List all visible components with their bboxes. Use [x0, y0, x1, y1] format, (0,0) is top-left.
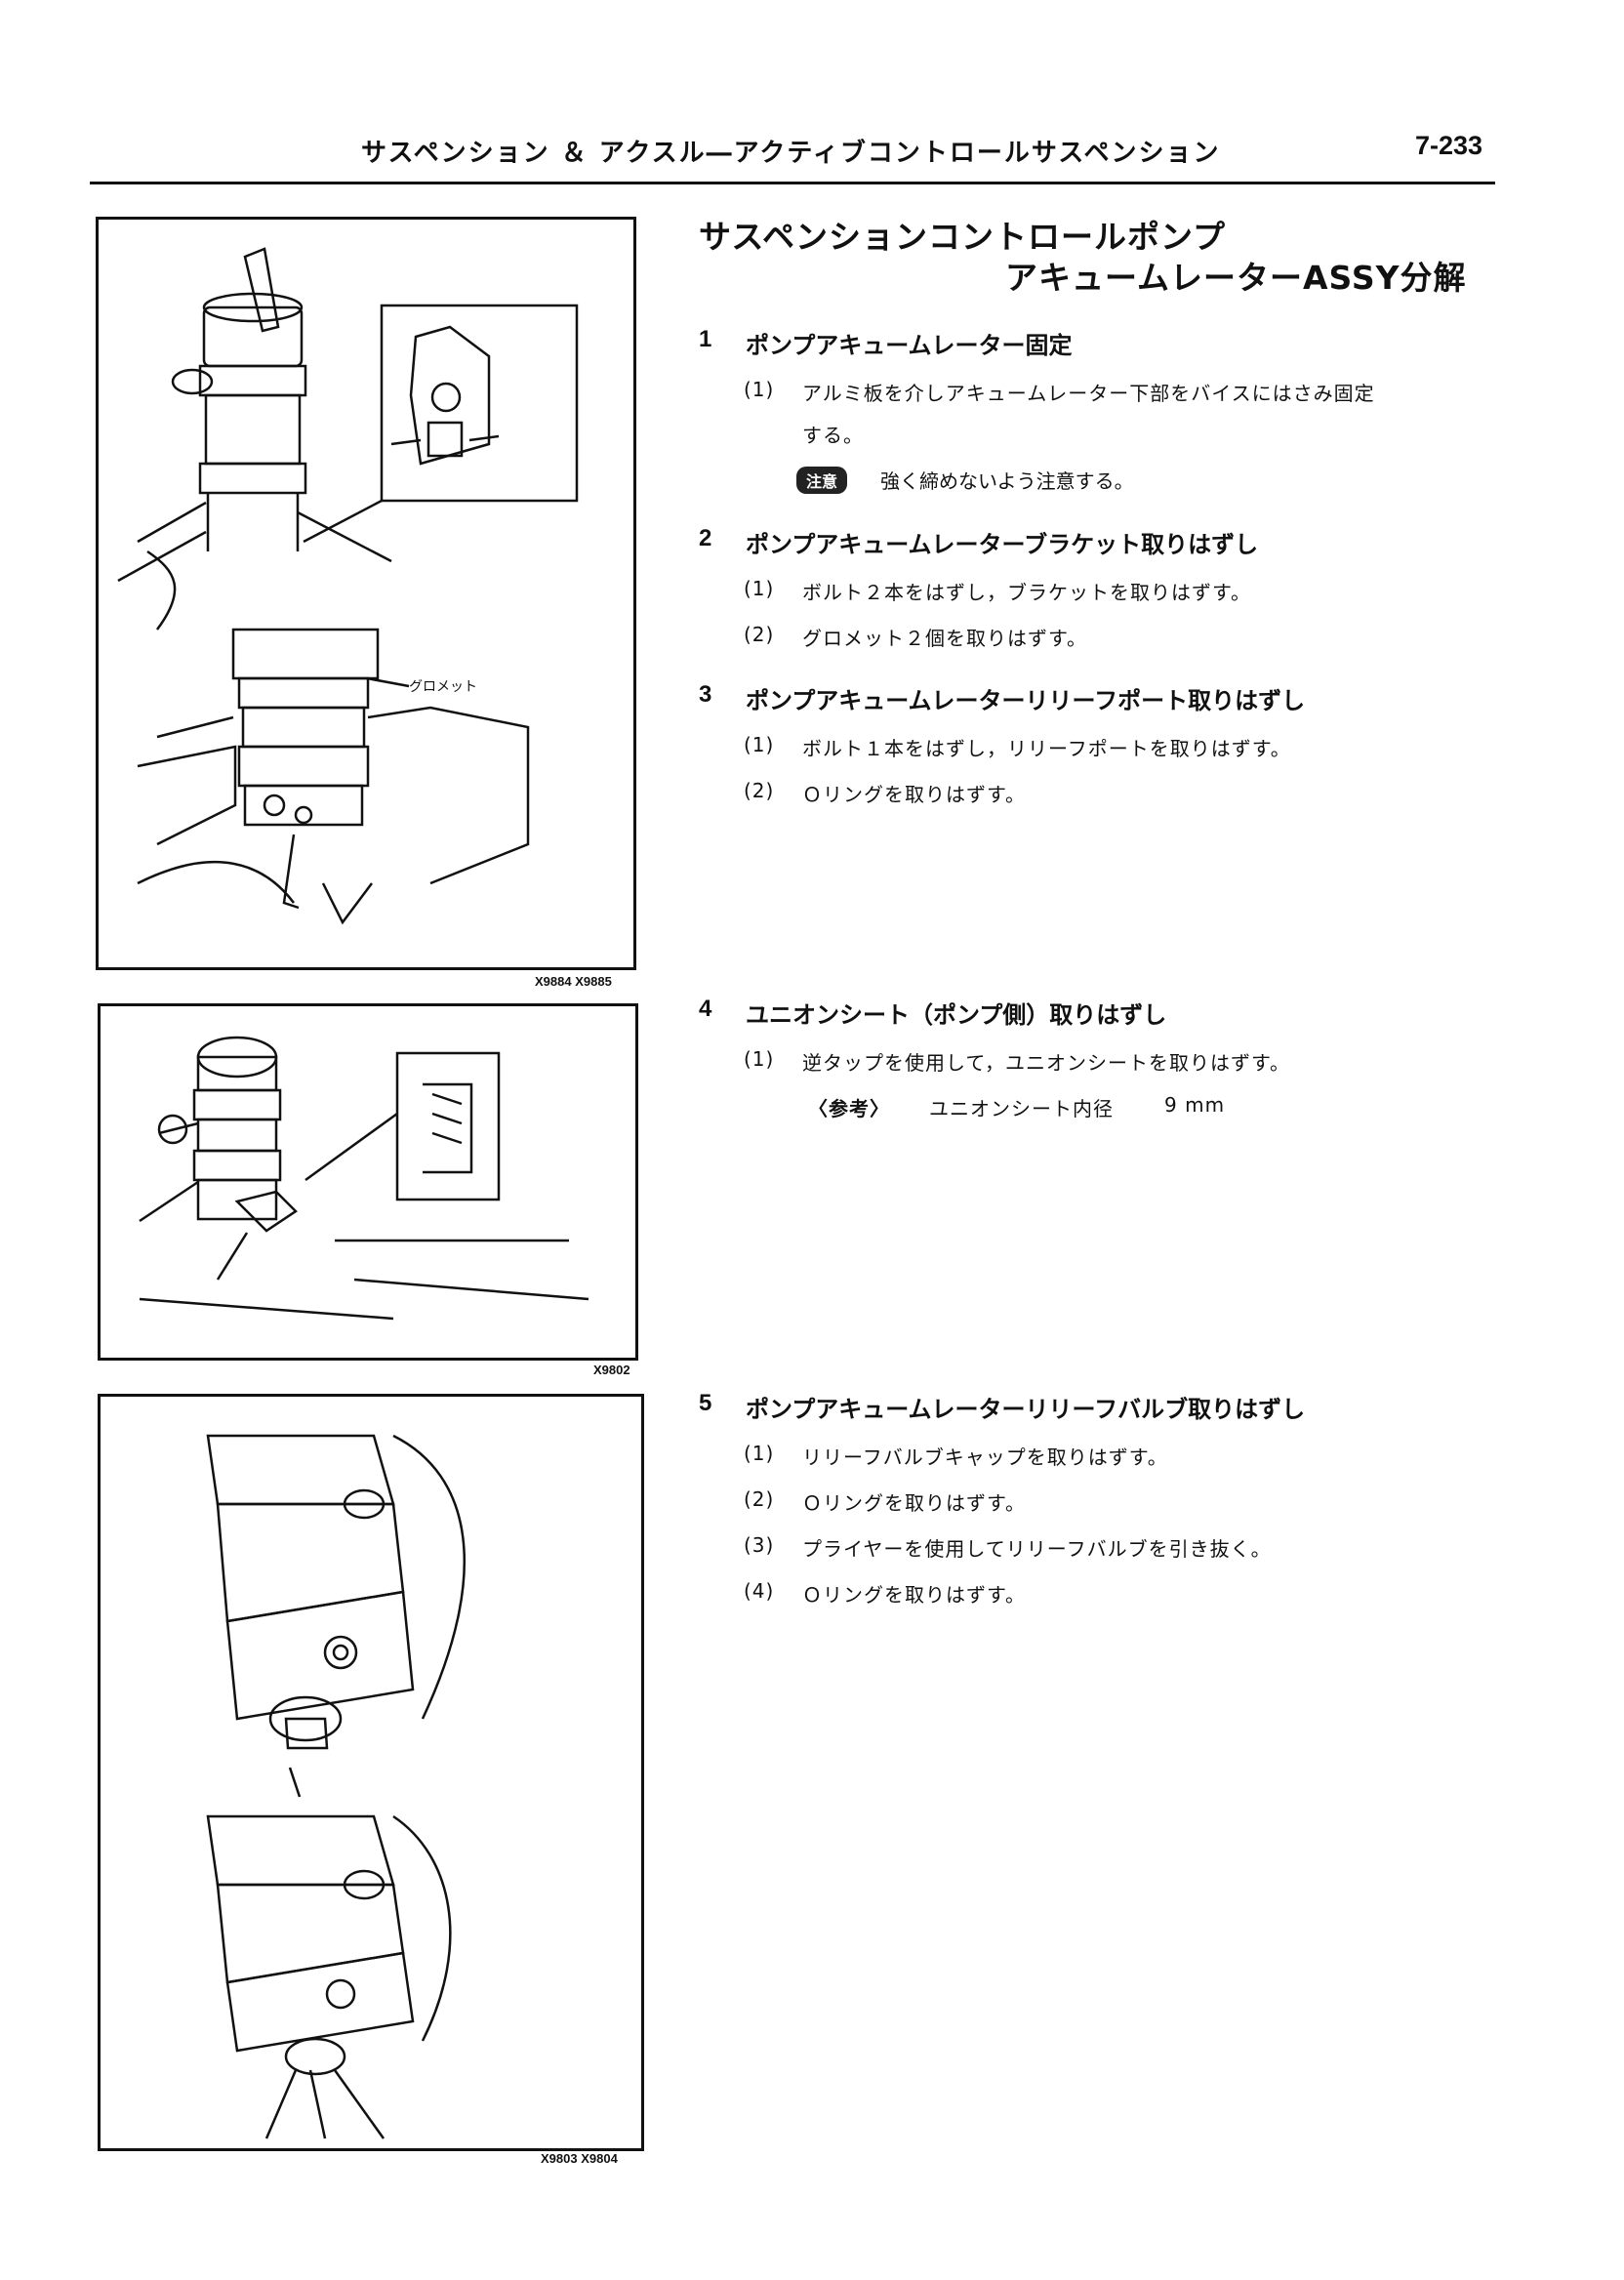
- step-heading: 2 ポンプアキュームレーターブラケット取りはずし: [699, 525, 1509, 559]
- step-number: 1: [699, 326, 712, 352]
- instruction-continuation: する。: [802, 424, 864, 447]
- step-instruction: (3) プライヤーを使用してリリーフバルブを引き抜く。: [699, 1533, 1509, 1562]
- instruction-number: (2): [744, 1487, 775, 1511]
- reference-value: 9 mm: [1164, 1093, 1226, 1117]
- instruction-number: (1): [744, 1442, 775, 1465]
- step-heading: 4 ユニオンシート（ポンプ側）取りはずし: [699, 996, 1509, 1030]
- instruction-text: アルミ板を介しアキュームレーター下部をバイスにはさみ固定: [802, 382, 1375, 405]
- step-title: ユニオンシート（ポンプ側）取りはずし: [746, 1001, 1167, 1029]
- figure-code: X9802: [593, 1363, 630, 1377]
- step-number: 4: [699, 996, 712, 1022]
- step-heading: 1 ポンプアキュームレーター固定: [699, 326, 1509, 360]
- step-instruction: (4) Ｏリングを取りはずす。: [699, 1579, 1509, 1608]
- step-instruction: (1) リリーフバルブキャップを取りはずす。: [699, 1442, 1509, 1470]
- instruction-number: (2): [744, 623, 775, 646]
- step-2: 2 ポンプアキュームレーターブラケット取りはずし (1) ボルト２本をはずし，ブ…: [699, 525, 1509, 651]
- reference-label: 〈参考〉: [808, 1097, 890, 1120]
- figure-code: X9803 X9804: [541, 2151, 618, 2166]
- caution-note: 注意 強く締めないよう注意する。: [796, 466, 1509, 494]
- instruction-number: (1): [744, 577, 775, 600]
- instruction-text: Ｏリングを取りはずす。: [802, 1583, 1026, 1607]
- step-heading: 5 ポンプアキュームレーターリリーフバルブ取りはずし: [699, 1390, 1509, 1424]
- reference-note: 〈参考〉 ユニオンシート内径 9 mm: [699, 1093, 1509, 1121]
- figure-relief-valve: [98, 1394, 644, 2151]
- figure-accumulator-vise: グロメット: [96, 217, 636, 970]
- step-1: 1 ポンプアキュームレーター固定 (1) アルミ板を介しアキュームレーター下部を…: [699, 326, 1509, 494]
- header-title: サスペンション ＆ アクスル―アクティブコントロールサスペンション: [361, 139, 1221, 168]
- instruction-number: (4): [744, 1579, 775, 1603]
- reference-item: ユニオンシート内径: [929, 1097, 1114, 1120]
- step-instruction: (1) ボルト２本をはずし，ブラケットを取りはずす。: [699, 577, 1509, 605]
- instruction-number: (1): [744, 378, 775, 401]
- step-title: ポンプアキュームレーターブラケット取りはずし: [746, 531, 1259, 558]
- instruction-text: プライヤーを使用してリリーフバルブを引き抜く。: [802, 1537, 1272, 1561]
- instruction-text: リリーフバルブキャップを取りはずす。: [802, 1445, 1168, 1469]
- step-instruction: (2) Ｏリングを取りはずす。: [699, 779, 1509, 807]
- page-number: 7-233: [1415, 131, 1483, 160]
- instruction-number: (2): [744, 779, 775, 802]
- step-title: ポンプアキュームレーターリリーフポート取りはずし: [746, 687, 1306, 714]
- instruction-text: ボルト１本をはずし，リリーフポートを取りはずす。: [802, 737, 1291, 760]
- step-title: ポンプアキュームレーターリリーフバルブ取りはずし: [746, 1396, 1306, 1423]
- caution-text: 強く締めないよう注意する。: [880, 469, 1134, 493]
- instruction-text: ボルト２本をはずし，ブラケットを取りはずす。: [802, 581, 1251, 604]
- instruction-number: (3): [744, 1533, 775, 1557]
- caution-badge: 注意: [796, 466, 848, 494]
- figure-union-seat: [98, 1003, 638, 1361]
- step-3: 3 ポンプアキュームレーターリリーフポート取りはずし (1) ボルト１本をはずし…: [699, 681, 1509, 807]
- instruction-text: Ｏリングを取りはずす。: [802, 1491, 1026, 1515]
- step-title: ポンプアキュームレーター固定: [746, 332, 1073, 359]
- step-4: 4 ユニオンシート（ポンプ側）取りはずし (1) 逆タップを使用して，ユニオンシ…: [699, 996, 1509, 1121]
- step-instruction: (1) ボルト１本をはずし，リリーフポートを取りはずす。: [699, 733, 1509, 761]
- figure-code: X9884 X9885: [535, 974, 612, 989]
- instruction-number: (1): [744, 1047, 775, 1071]
- step-heading: 3 ポンプアキュームレーターリリーフポート取りはずし: [699, 681, 1509, 715]
- section-title: サスペンションコントロールポンプ: [699, 218, 1227, 256]
- instruction-text: 逆タップを使用して，ユニオンシートを取りはずす。: [802, 1051, 1290, 1075]
- step-number: 3: [699, 681, 712, 708]
- grommet-label: グロメット: [409, 679, 477, 695]
- instruction-text: Ｏリングを取りはずす。: [802, 783, 1026, 806]
- header-rule: [90, 182, 1495, 184]
- instruction-text: グロメット２個を取りはずす。: [802, 627, 1087, 650]
- step-number: 5: [699, 1390, 712, 1416]
- step-instruction: (1) アルミ板を介しアキュームレーター下部をバイスにはさみ固定: [699, 378, 1509, 406]
- step-instruction: (1) 逆タップを使用して，ユニオンシートを取りはずす。: [699, 1047, 1509, 1076]
- instruction-number: (1): [744, 733, 775, 756]
- section-title-line2: アキュームレーターASSY分解: [1005, 259, 1467, 297]
- step-instruction: (2) Ｏリングを取りはずす。: [699, 1487, 1509, 1516]
- step-5: 5 ポンプアキュームレーターリリーフバルブ取りはずし (1) リリーフバルブキャ…: [699, 1390, 1509, 1608]
- step-number: 2: [699, 525, 712, 551]
- step-instruction: (2) グロメット２個を取りはずす。: [699, 623, 1509, 651]
